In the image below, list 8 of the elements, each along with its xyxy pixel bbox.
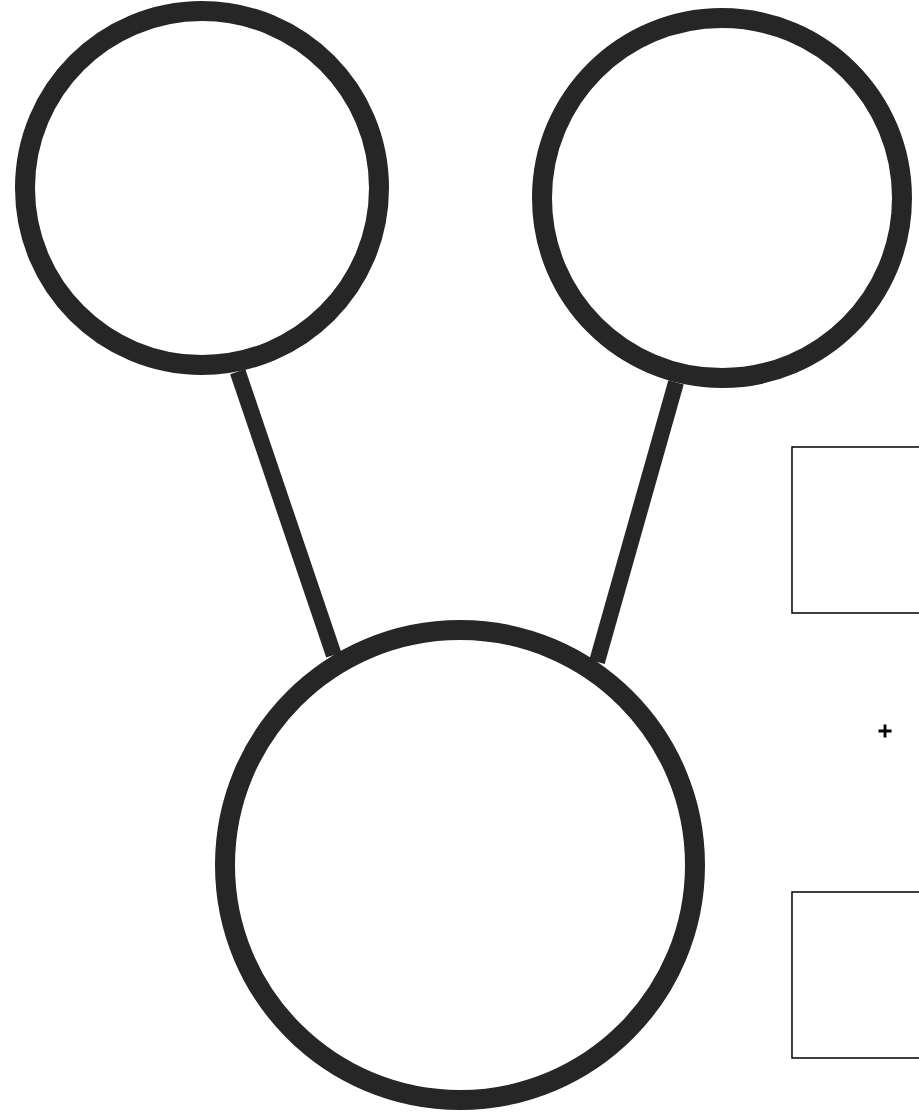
circle: [215, 620, 705, 1110]
connector-line: [230, 369, 342, 658]
plus-sign: +: [878, 724, 892, 738]
connector-line: [589, 380, 684, 665]
box: [791, 446, 919, 614]
circle: [15, 1, 389, 375]
circle: [532, 8, 912, 388]
box: [791, 891, 919, 1059]
